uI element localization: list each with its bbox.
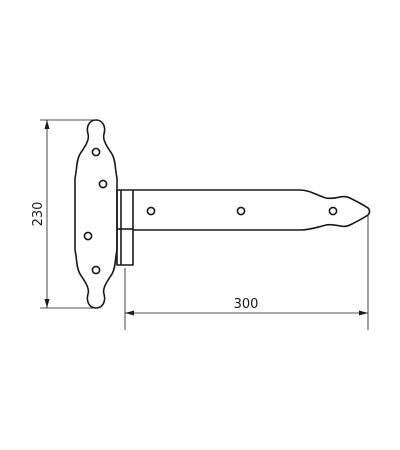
screw-hole-strap-3 (328, 206, 338, 216)
height-arrow-bottom (44, 299, 50, 308)
height-arrow-top (44, 120, 50, 129)
hinge-knuckle (116, 189, 134, 266)
width-dimension: 300 (124, 216, 369, 330)
screw-hole-strap-1 (146, 206, 156, 216)
height-dimension-label: 230 (31, 202, 46, 227)
screw-hole-plate-2 (98, 179, 108, 189)
width-arrow-left (125, 310, 134, 316)
height-dimension: 230 (31, 119, 96, 309)
screw-hole-plate-3 (83, 231, 93, 241)
width-dimension-label: 300 (234, 297, 259, 312)
screw-hole-plate-1 (91, 147, 101, 157)
screw-hole-plate-4 (91, 265, 101, 275)
width-arrow-right (359, 310, 368, 316)
screw-hole-strap-2 (236, 206, 246, 216)
hinge-horizontal-strap (133, 189, 371, 231)
